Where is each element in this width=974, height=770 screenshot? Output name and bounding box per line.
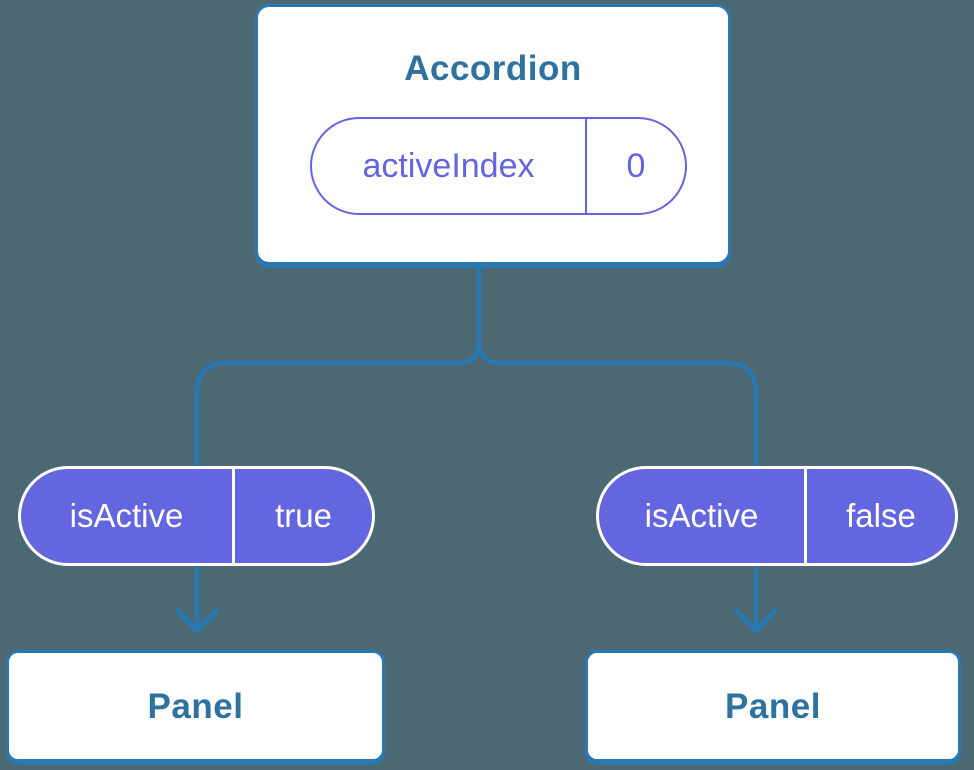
panel-node-title: Panel [725,686,821,726]
state-pill-value: 0 [585,119,685,213]
panel-node-right: Panel [585,650,961,762]
prop-pill-value: true [232,469,372,563]
state-pill-name: activeIndex [362,146,535,185]
connector-right-branch [476,265,759,629]
connector-left-branch [194,265,482,629]
prop-pill-isactive-true: isActive true [18,466,375,566]
prop-pill-name: isActive [644,497,759,534]
prop-pill-isactive-false: isActive false [596,466,958,566]
accordion-node-title: Accordion [404,49,582,88]
prop-pill-value: false [804,469,955,563]
state-pill-activeindex: activeIndex 0 [310,117,687,215]
accordion-node: Accordion activeIndex 0 [255,4,731,265]
panel-node-left: Panel [6,650,385,762]
prop-pill-name: isActive [69,497,184,534]
arrow-down-icon [734,608,778,634]
arrow-down-icon [175,608,219,634]
panel-node-title: Panel [147,686,244,726]
